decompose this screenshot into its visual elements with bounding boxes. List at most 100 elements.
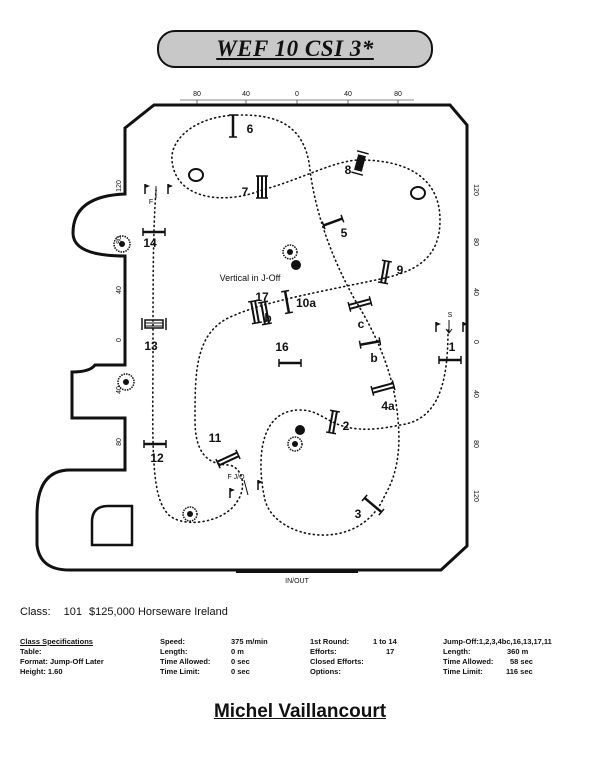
first-round-value: 1 to 14 (373, 637, 397, 646)
fence-5-vertical (321, 214, 345, 230)
tree-icon (182, 506, 198, 522)
left-tick-1: 120 (116, 180, 123, 192)
course-diagram: 80 40 0 40 80 120 80 40 0 40 80 120 80 4… (35, 91, 479, 585)
fence-17-oxer (258, 300, 272, 326)
left-tick-4: 0 (116, 338, 123, 342)
fence-3-vertical (361, 494, 385, 516)
time-limit-label: Time Limit: (160, 667, 200, 676)
fence-9-label: 9 (397, 263, 404, 277)
fence-1-vertical (438, 356, 462, 364)
fence-10a-label: 10a (296, 296, 316, 310)
fence-8-label: 8 (345, 163, 352, 177)
fence-10b-label: b (264, 311, 271, 325)
finish-line-markers (144, 184, 173, 198)
left-tick-5: 40 (116, 386, 123, 394)
right-tick-3: 40 (472, 288, 479, 296)
fence-6-vertical (229, 114, 237, 138)
fence-4a-label: 4a (381, 399, 395, 413)
fence-13-label: 13 (144, 339, 158, 353)
jump-off-note: Vertical in J-Off (220, 273, 281, 283)
fence-12-label: 12 (150, 451, 164, 465)
fence-8-wall (351, 150, 369, 176)
tree-icon (287, 436, 303, 452)
fence-9-oxer (378, 259, 392, 285)
time-allowed-label: Time Allowed: (160, 657, 211, 666)
left-tick-6: 80 (116, 438, 123, 446)
top-tick-4: 40 (344, 91, 352, 98)
class-label: Class: (20, 606, 51, 618)
efforts-label: Efforts: (310, 647, 337, 656)
arena-alcove (90, 504, 134, 547)
jo-time-limit-label: Time Limit: (443, 667, 483, 676)
fence-10b-oxer (248, 299, 262, 325)
options-label: Options: (310, 667, 341, 676)
water-feature-icon (188, 168, 204, 182)
fence-4b-label: b (370, 351, 377, 365)
top-tick-1: 80 (193, 91, 201, 98)
finish-label: F (149, 199, 153, 206)
jo-time-allowed-value: 58 sec (510, 657, 533, 666)
fence-17-label: 17 (255, 290, 269, 304)
title-banner: WEF 10 CSI 3* (157, 30, 433, 68)
specs-heading: Class Specifications (20, 637, 93, 646)
height-text: Height: 1.60 (20, 667, 63, 676)
left-tick-2: 80 (116, 236, 123, 244)
fence-11-oxer (215, 449, 241, 469)
specs-column-3: 1st Round: Efforts: Closed Efforts: Opti… (310, 637, 420, 677)
fence-7-triple-bar (256, 175, 268, 199)
length-value: 0 m (231, 647, 244, 656)
fence-1-label: 1 (449, 340, 456, 354)
course-designer: Michel Vaillancourt (213, 701, 387, 722)
closed-efforts-label: Closed Efforts: (310, 657, 364, 666)
fence-5-label: 5 (341, 226, 348, 240)
planter-icon (291, 260, 301, 270)
jo-length-label: Length: (443, 647, 471, 656)
specs-column-1: Class Specifications Table: Format: Jump… (20, 637, 104, 677)
tree-icon (282, 244, 298, 260)
specs-column-2: Speed: Length: Time Allowed: Time Limit:… (160, 637, 300, 677)
left-tick-3: 40 (116, 286, 123, 294)
right-tick-7: 120 (472, 490, 479, 502)
planter-icon (295, 425, 305, 435)
right-tick-2: 80 (472, 238, 479, 246)
time-limit-value: 0 sec (231, 667, 250, 676)
fence-16-label: 16 (275, 340, 289, 354)
specs-column-4: Jump-Off:1,2,3,4bc,16,13,17,11 Length: T… (443, 637, 593, 677)
fence-3-label: 3 (355, 507, 362, 521)
fence-4b-vertical (358, 337, 382, 349)
first-round-label: 1st Round: (310, 637, 350, 646)
length-label: Length: (160, 647, 188, 656)
right-tick-6: 80 (472, 440, 479, 448)
speed-label: Speed: (160, 637, 186, 646)
table-label: Table: (20, 647, 42, 656)
fence-4c-label: c (358, 317, 365, 331)
class-line: Class: 101 $125,000 Horseware Ireland (20, 606, 228, 618)
fence-14-label: 14 (143, 236, 157, 250)
top-scale-ticks (196, 100, 399, 104)
jumpoff-label: Jump-Off:1,2,3,4bc,16,13,17,11 (443, 637, 552, 646)
tree-icon (117, 373, 135, 391)
top-tick-3: 0 (295, 91, 299, 98)
top-tick-2: 40 (242, 91, 250, 98)
fence-10a-vertical (281, 289, 293, 315)
fence-4a-oxer (370, 380, 396, 396)
course-title: WEF 10 CSI 3* (216, 36, 374, 61)
fence-11-label: 11 (209, 431, 222, 445)
gate-label: IN/OUT (285, 578, 309, 585)
class-name: $125,000 Horseware Ireland (89, 606, 228, 618)
jo-length-value: 360 m (507, 647, 529, 656)
fence-7-label: 7 (242, 185, 249, 199)
format-text: Format: Jump-Off Later (20, 657, 104, 666)
fence-6-label: 6 (247, 122, 254, 136)
right-tick-5: 40 (472, 390, 479, 398)
class-number: 101 (63, 606, 82, 618)
time-allowed-value: 0 sec (231, 657, 250, 666)
efforts-value: 17 (386, 647, 395, 656)
course-track (151, 114, 449, 536)
fence-13-wall (141, 318, 167, 330)
fence-16-vertical (278, 359, 302, 367)
fence-12-vertical (143, 440, 167, 448)
speed-value: 375 m/min (231, 637, 268, 646)
jo-time-allowed-label: Time Allowed: (443, 657, 494, 666)
